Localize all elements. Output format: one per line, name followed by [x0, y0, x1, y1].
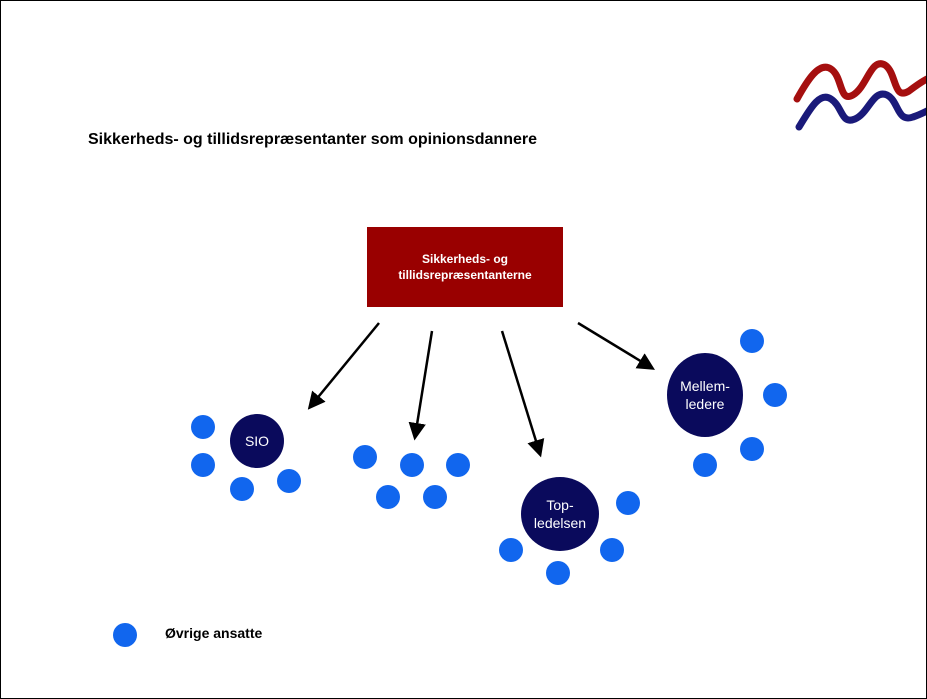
employee-dot [446, 453, 470, 477]
employee-dot [423, 485, 447, 509]
source-box-representatives: Sikkerheds- og tillidsrepræsentanterne [367, 227, 563, 307]
source-box-line2: tillidsrepræsentanterne [398, 268, 532, 282]
arrow-to-sio [307, 322, 380, 410]
employee-dot [763, 383, 787, 407]
employee-dot [230, 477, 254, 501]
node-topledelsen-line2: ledelsen [533, 515, 587, 531]
node-topledelsen-line1: Top- [546, 497, 574, 513]
employee-dot [376, 485, 400, 509]
employee-dot [191, 453, 215, 477]
employee-dot [546, 561, 570, 585]
legend-label: Øvrige ansatte [165, 625, 263, 641]
node-mellemledere: Mellem- ledere [667, 353, 743, 437]
source-box-line1: Sikkerheds- og [421, 252, 509, 266]
arrow-to-employees [408, 330, 434, 441]
slide-title: Sikkerheds- og tillidsrepræsentanter som… [88, 131, 537, 148]
employee-dot [400, 453, 424, 477]
node-mellemledere-line1: Mellem- [680, 378, 730, 394]
node-mellemledere-line2: ledere [685, 396, 725, 412]
node-sio-label: SIO [244, 433, 270, 449]
logo-waves-icon [793, 60, 926, 131]
employee-dot [191, 415, 215, 439]
employee-dot [499, 538, 523, 562]
employee-dot [277, 469, 301, 493]
employee-dot [616, 491, 640, 515]
arrow-to-topledelsen [500, 330, 545, 458]
employee-dot [693, 453, 717, 477]
employee-dot [740, 437, 764, 461]
employee-dot [600, 538, 624, 562]
node-topledelsen: Top- ledelsen [521, 477, 599, 551]
arrow-to-mellemledere [577, 321, 655, 370]
employee-dot [353, 445, 377, 469]
node-sio: SIO [230, 414, 284, 468]
legend-dot [113, 623, 137, 647]
employee-dot [740, 329, 764, 353]
